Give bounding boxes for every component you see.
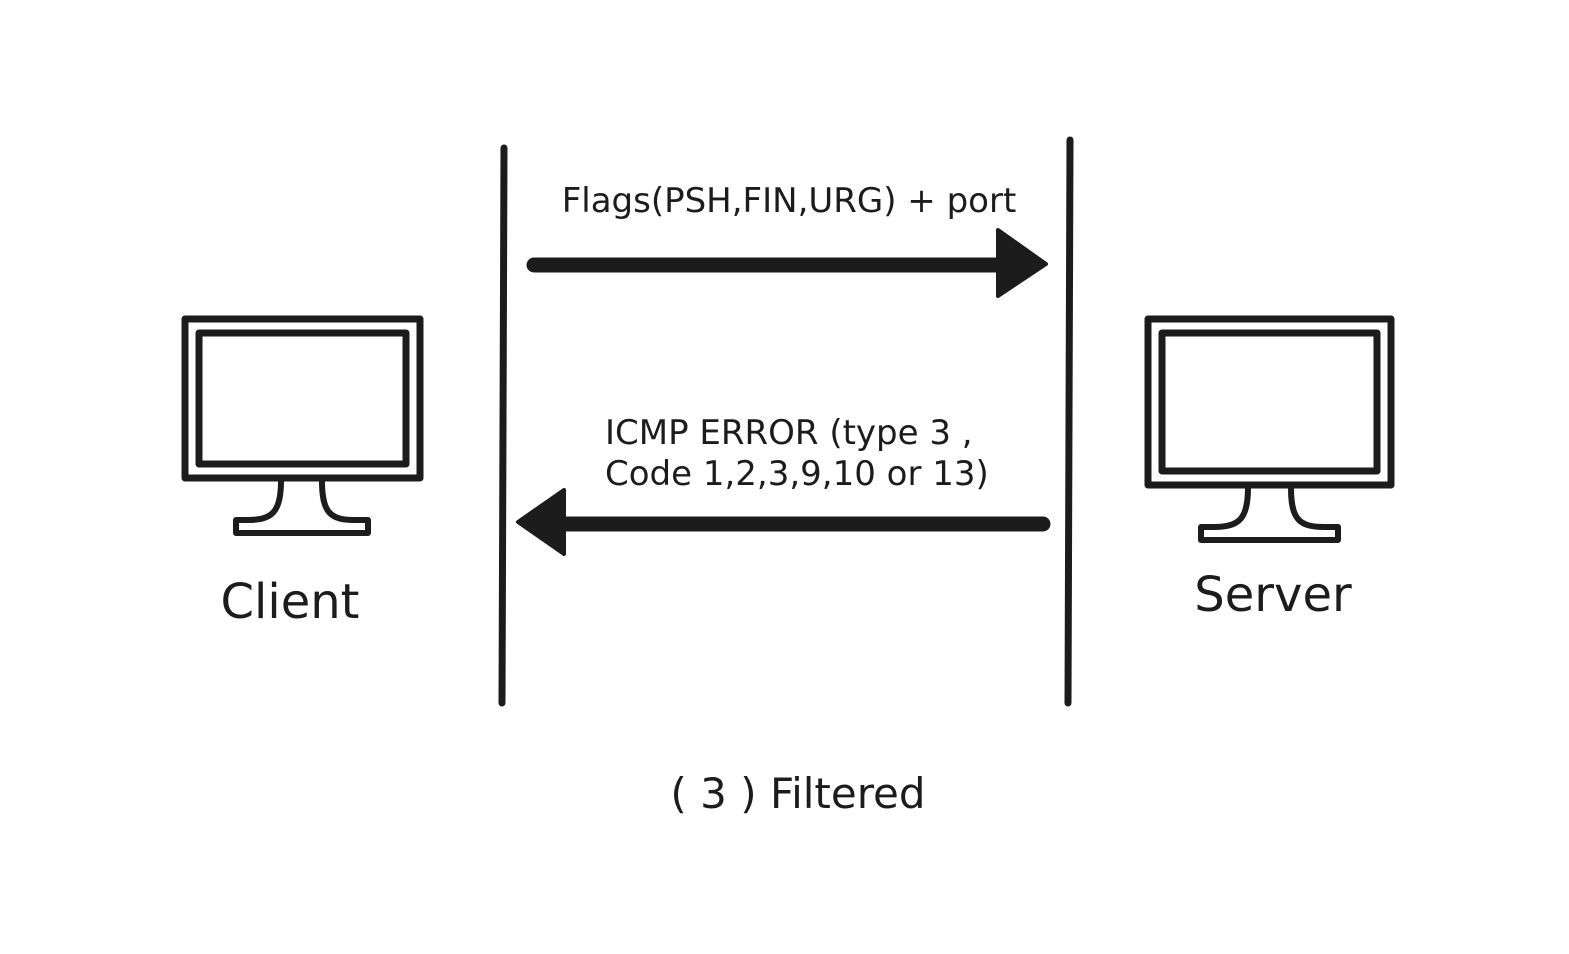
- server-label: Server: [1194, 567, 1352, 623]
- response-message-line1: ICMP ERROR (type 3 ,: [605, 413, 973, 453]
- client-timeline: [498, 144, 508, 707]
- server-monitor-icon: [1144, 315, 1395, 543]
- client-label: Client: [221, 574, 360, 630]
- response-arrow: [516, 488, 1051, 556]
- request-arrow: [526, 228, 1048, 298]
- request-message: Flags(PSH,FIN,URG) + port: [562, 181, 1017, 221]
- server-timeline: [1064, 136, 1074, 707]
- response-message-line2: Code 1,2,3,9,10 or 13): [605, 454, 989, 494]
- diagram-caption: ( 3 ) Filtered: [670, 769, 925, 818]
- client-monitor-icon: [181, 315, 424, 536]
